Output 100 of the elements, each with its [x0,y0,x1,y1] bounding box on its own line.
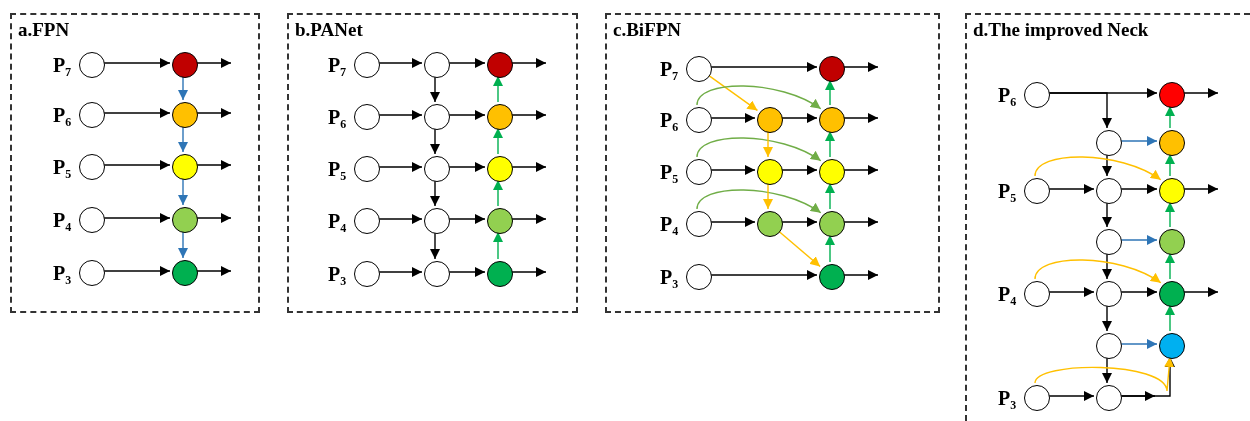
node-circle [686,211,712,237]
level-label: P₆ [660,108,679,132]
level-label: P₇ [660,57,679,81]
arrow [447,267,486,277]
node-circle [1096,385,1122,411]
node-circle [172,102,198,128]
node-circle [79,207,105,233]
level-label: P₆ [328,105,347,129]
arrow [377,58,423,68]
arrow [1182,287,1219,297]
node-circle [487,52,513,78]
node-circle [354,52,380,78]
node-circle [1159,82,1185,108]
arrow [763,182,773,210]
arrow [195,108,232,118]
node-circle [686,56,712,82]
arrow [1182,184,1219,194]
arrow [842,165,879,175]
arrow [377,162,423,172]
level-label: P₄ [998,282,1017,306]
level-label: P₇ [328,53,347,77]
node-circle [172,52,198,78]
arrow [447,214,486,224]
arrow [842,270,879,280]
node-circle [487,208,513,234]
node-circle [757,107,783,133]
arrow [825,130,835,158]
arrow [1119,391,1156,401]
arrow [195,58,232,68]
arrow [510,162,547,172]
node-circle [1096,229,1122,255]
arrow [696,189,822,214]
arrow [780,113,818,123]
arrow [1047,391,1095,401]
node-circle [819,211,845,237]
node-circle [354,208,380,234]
arrow [430,179,440,207]
node-circle [79,102,105,128]
dashed-panel [965,13,1250,421]
level-label: P₃ [660,265,679,289]
level-label: P₅ [660,160,679,184]
node-circle [172,207,198,233]
arrow [510,58,547,68]
panel-title: c.BiFPN [613,19,682,41]
arrow [709,217,756,227]
arrow [430,127,440,155]
arrow [1102,201,1112,228]
node-circle [757,211,783,237]
arrow [1165,153,1175,177]
level-label: P₅ [53,155,72,179]
level-label: P₄ [53,208,72,232]
node-circle [1096,178,1122,204]
node-circle [819,264,845,290]
arrow [195,266,232,276]
arrow [493,127,503,155]
arrow [1047,184,1095,194]
arrow [1119,136,1158,146]
arrow [780,217,818,227]
node-circle [79,52,105,78]
node-circle [1024,281,1050,307]
arrow [1034,259,1162,284]
node-circle [819,159,845,185]
arrow [102,266,171,276]
node-circle [79,154,105,180]
arrow [493,179,503,207]
node-circle [487,104,513,130]
node-circle [172,154,198,180]
arrow [377,110,423,120]
node-circle [1096,333,1122,359]
panel-title: b.PANet [295,19,363,41]
node-circle [686,159,712,185]
dashed-panel [287,13,578,313]
arrow [1102,252,1112,280]
arrow [1119,235,1158,245]
node-circle [1159,333,1185,359]
node-circle [424,208,450,234]
arrow [1165,304,1175,332]
arrow [493,231,503,260]
arrow [1047,92,1112,129]
level-label: P₇ [53,53,72,77]
node-circle [1159,130,1185,156]
arrow [195,213,232,223]
arrow [178,177,188,206]
panel-title: d.The improved Neck [973,19,1149,41]
node-circle [424,104,450,130]
arrow [1119,287,1158,297]
node-circle [819,56,845,82]
dashed-panel [605,13,940,313]
arrow [709,270,818,280]
arrow [709,165,756,175]
arrow [102,160,171,170]
node-circle [1024,82,1050,108]
node-circle [172,260,198,286]
arrow [1034,356,1175,392]
arrow [1165,105,1175,129]
arrow [102,108,171,118]
node-circle [424,261,450,287]
node-circle [354,156,380,182]
arrow [1119,184,1158,194]
node-circle [424,52,450,78]
